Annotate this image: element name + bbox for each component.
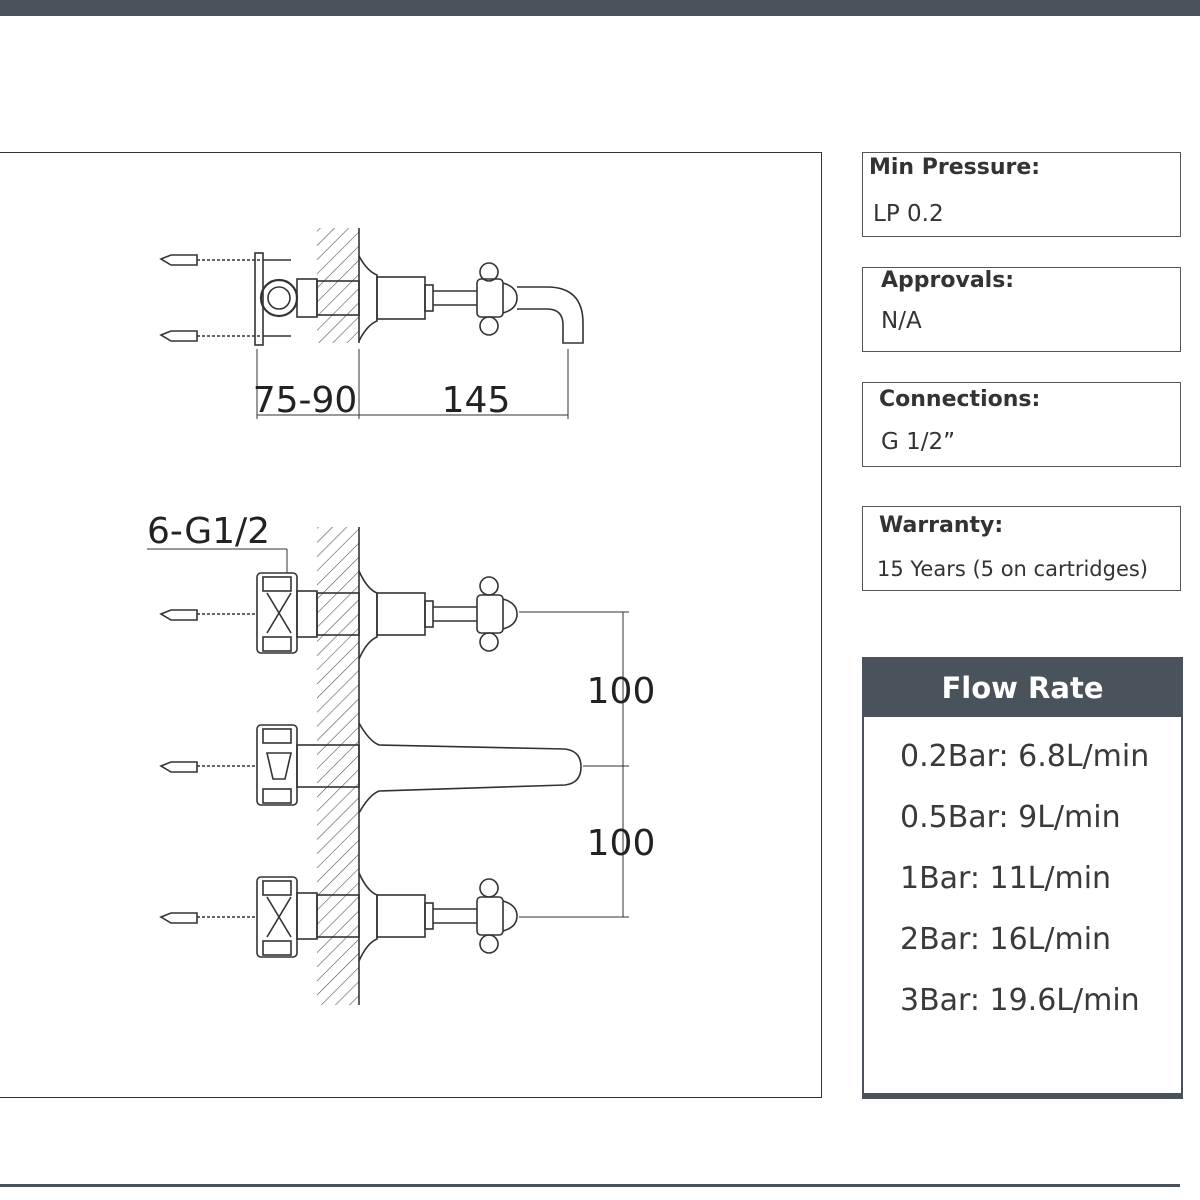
spec-label: Approvals: bbox=[881, 268, 1015, 293]
mounting-bracket bbox=[254, 252, 264, 346]
technical-drawing-svg: 75-90 145 bbox=[147, 228, 656, 1005]
top-elevation bbox=[159, 228, 584, 419]
bottom-elevation bbox=[147, 527, 629, 1005]
valve-unit-upper bbox=[159, 570, 518, 660]
top-bar bbox=[0, 0, 1200, 16]
flow-rate-item: 0.5Bar: 9L/min bbox=[900, 800, 1121, 835]
spec-connections: Connections: G 1/2” bbox=[862, 382, 1181, 467]
handle-hub-top bbox=[476, 278, 504, 318]
dim-spout: 145 bbox=[442, 380, 511, 421]
dim-spacing-upper: 100 bbox=[587, 671, 656, 712]
flow-rate-list: 0.2Bar: 6.8L/min 0.5Bar: 9L/min 1Bar: 11… bbox=[900, 739, 1149, 1044]
valve-body-circle bbox=[259, 278, 299, 318]
handle-knob-lower bbox=[479, 316, 499, 336]
spec-label: Connections: bbox=[879, 387, 1041, 412]
dim-connection: 6-G1/2 bbox=[147, 511, 270, 552]
dim-spacing-lower: 100 bbox=[587, 823, 656, 864]
spec-value: LP 0.2 bbox=[873, 201, 944, 227]
flow-rate-item: 0.2Bar: 6.8L/min bbox=[900, 739, 1150, 774]
wall-hatch-top bbox=[317, 228, 359, 343]
flow-rate-item: 3Bar: 19.6L/min bbox=[900, 983, 1140, 1018]
spec-value: G 1/2” bbox=[881, 429, 956, 455]
handle-knob-upper bbox=[479, 262, 499, 282]
dim-depth: 75-90 bbox=[253, 380, 358, 421]
flow-rate-title: Flow Rate bbox=[864, 659, 1181, 717]
wall-hatch-bottom bbox=[317, 527, 359, 1005]
threaded-sleeve-top bbox=[316, 280, 360, 316]
spec-label: Warranty: bbox=[879, 513, 1004, 538]
spec-label: Min Pressure: bbox=[869, 155, 1041, 180]
flow-rate-item: 1Bar: 11L/min bbox=[900, 861, 1112, 896]
spec-value: 15 Years (5 on cartridges) bbox=[877, 557, 1149, 581]
anchor-bolt-upper bbox=[159, 254, 261, 266]
spec-approvals: Approvals: N/A bbox=[862, 267, 1181, 352]
bottom-rule bbox=[0, 1184, 1180, 1187]
flow-rate-panel: Flow Rate 0.2Bar: 6.8L/min 0.5Bar: 9L/mi… bbox=[862, 657, 1183, 1099]
valve-unit-lower bbox=[159, 872, 518, 962]
technical-drawing: 75-90 145 bbox=[0, 152, 822, 1098]
spout-unit-middle bbox=[159, 722, 582, 814]
anchor-bolt-lower bbox=[159, 330, 261, 342]
spec-warranty: Warranty: 15 Years (5 on cartridges) bbox=[862, 506, 1181, 591]
spec-min-pressure: Min Pressure: LP 0.2 bbox=[862, 152, 1181, 237]
spec-value: N/A bbox=[881, 308, 922, 334]
flow-rate-item: 2Bar: 16L/min bbox=[900, 922, 1112, 957]
spout-top bbox=[517, 286, 584, 344]
escutcheon-top bbox=[358, 255, 378, 342]
